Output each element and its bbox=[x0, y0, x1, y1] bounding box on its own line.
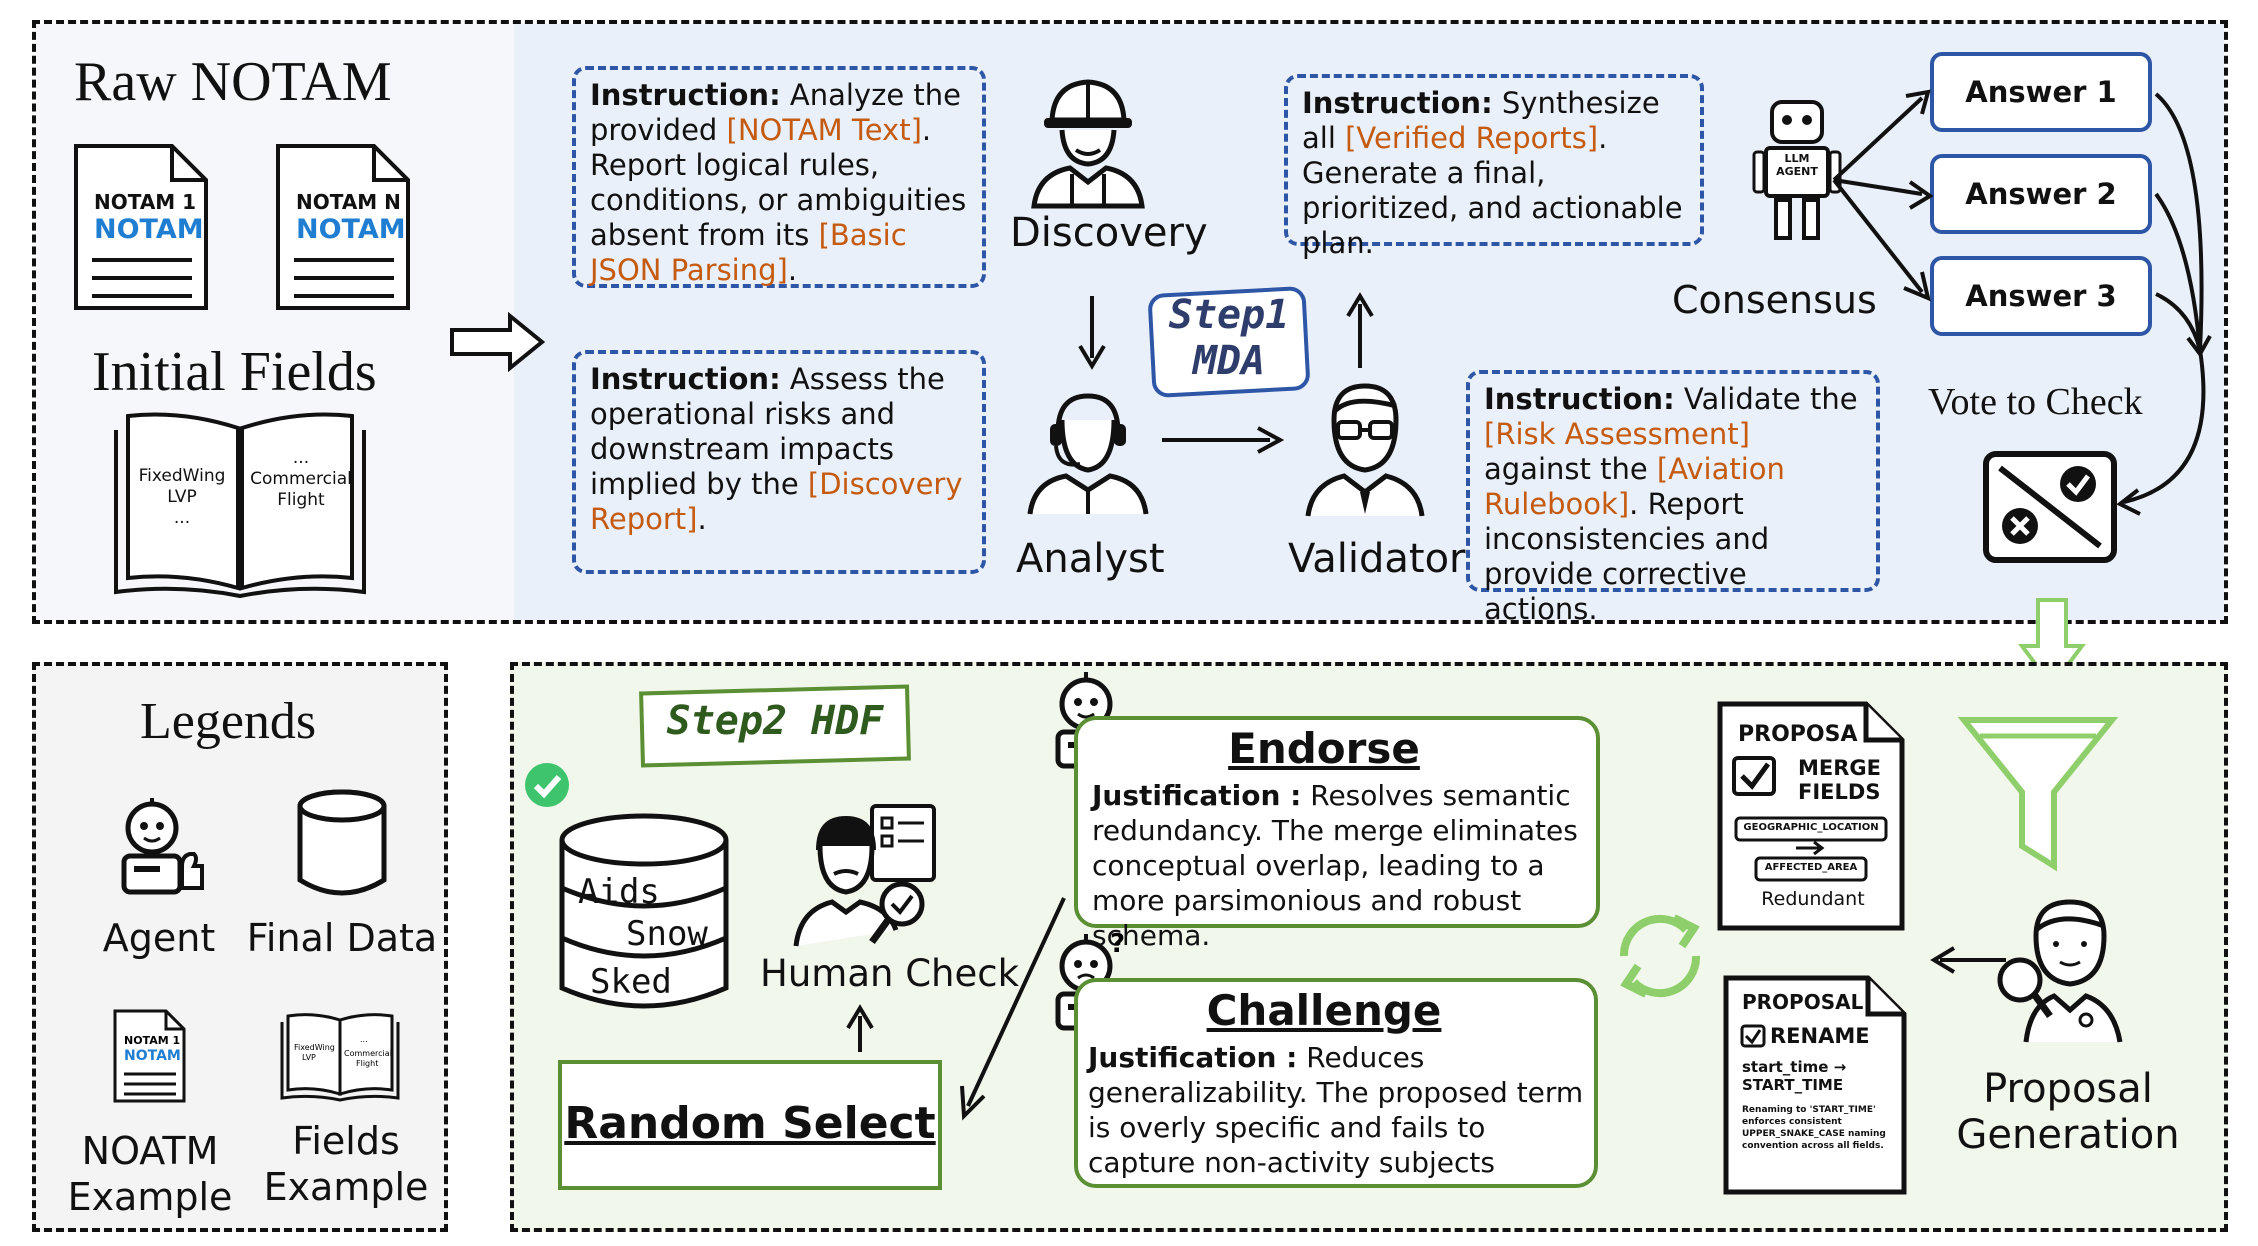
book-left-text: FixedWing LVP ... bbox=[138, 466, 226, 528]
proposal-rename-document bbox=[1723, 975, 1907, 1195]
arrow-validator-up bbox=[1346, 292, 1374, 368]
green-cycle-icon bbox=[1619, 914, 1701, 998]
legend-fields-icon: FixedWing LVP ... Commercial Flight bbox=[280, 1013, 400, 1102]
role-analyst-label: Analyst bbox=[1016, 536, 1165, 582]
svg-text:LVP: LVP bbox=[302, 1053, 316, 1062]
human-check-label: Human Check bbox=[760, 952, 1020, 995]
human-check-icon bbox=[793, 804, 936, 947]
legends-panel bbox=[32, 662, 448, 1232]
db-label-snow: Snow bbox=[626, 914, 708, 954]
svg-text:?: ? bbox=[1110, 929, 1125, 959]
green-funnel-icon bbox=[1958, 717, 2118, 872]
arrow-votes-to-random bbox=[960, 897, 1066, 1121]
instruction-validator-box: Instruction: Validate the [Risk Assessme… bbox=[1466, 370, 1880, 626]
proposal-rename-mapping: start_time → START_TIME bbox=[1742, 1058, 1847, 1094]
database-cylinder-icon bbox=[559, 813, 729, 1009]
instruction-synthesize-box: Instruction: Synthesize all [Verified Re… bbox=[1284, 74, 1704, 260]
arrow-random-to-human bbox=[846, 1004, 874, 1052]
legend-fields-label: Fields Example bbox=[263, 1119, 429, 1209]
analyst-headset-icon bbox=[1027, 393, 1149, 515]
discovery-worker-icon bbox=[1031, 79, 1145, 209]
doc1-line1: NOTAM 1 bbox=[94, 190, 197, 214]
legend-noatm-label: NOATM Example bbox=[67, 1129, 233, 1219]
answer-3-box: Answer 3 bbox=[1930, 256, 2152, 336]
book-icon bbox=[114, 412, 366, 598]
answer-2-box: Answer 2 bbox=[1930, 154, 2152, 234]
step1-text: Step1 MDA bbox=[1168, 292, 1290, 384]
consensus-label: Consensus bbox=[1672, 278, 1877, 322]
endorse-title: Endorse bbox=[1228, 724, 1420, 773]
proposal-merge-action: MERGE FIELDS bbox=[1798, 756, 1881, 804]
vote-to-check-label: Vote to Check bbox=[1928, 381, 2143, 423]
proposal-rename-description: Renaming to 'START_TIME' enforces consis… bbox=[1742, 1105, 1886, 1151]
llm-agent-robot-icon bbox=[1752, 100, 1842, 240]
proposal-rename-action: RENAME bbox=[1770, 1024, 1870, 1048]
docn-line2: NOTAM bbox=[296, 214, 406, 245]
answer-1-box: Answer 1 bbox=[1930, 52, 2152, 132]
validator-glasses-icon bbox=[1305, 383, 1425, 517]
instruction-analyst-box: Instruction: Assess the operational risk… bbox=[572, 350, 986, 574]
notam-n-document-icon bbox=[276, 144, 410, 310]
proposal-merge-footer: Redundant bbox=[1761, 888, 1865, 910]
db-label-sked: Sked bbox=[590, 962, 672, 1002]
arrow-analyst-to-validator bbox=[1162, 426, 1284, 454]
docn-line1: NOTAM N bbox=[296, 190, 401, 214]
role-discovery-label: Discovery bbox=[1010, 210, 1208, 256]
svg-text:NOTAM: NOTAM bbox=[124, 1048, 181, 1064]
endorse-justification: Justification : Resolves semantic redund… bbox=[1092, 779, 1578, 952]
vote-check-icon bbox=[1983, 451, 2117, 563]
legends-title: Legends bbox=[140, 693, 317, 750]
proposal-generation-label: Proposal Generation bbox=[1956, 1066, 2180, 1158]
raw-notam-title: Raw NOTAM bbox=[74, 51, 392, 113]
proposal-generation-person-icon bbox=[1997, 899, 2123, 1043]
db-label-aids: Aids bbox=[578, 872, 660, 912]
random-select-box bbox=[558, 1060, 942, 1190]
arrow-discovery-to-analyst bbox=[1078, 296, 1106, 370]
proposal-merge-field-a: GEOGRAPHIC_LOCATION bbox=[1743, 822, 1879, 833]
svg-text:Commercial: Commercial bbox=[344, 1049, 392, 1058]
initial-fields-title: Initial Fields bbox=[92, 341, 377, 403]
challenge-box bbox=[1074, 978, 1598, 1188]
legend-final-data-icon bbox=[297, 789, 387, 896]
llm-agent-label: LLM AGENT bbox=[1776, 152, 1818, 178]
legend-agent-label: Agent bbox=[102, 916, 216, 960]
hollow-right-arrow-icon bbox=[450, 312, 546, 372]
proposal-merge-header: PROPOSA bbox=[1738, 722, 1858, 747]
legend-final-data-label: Final Data bbox=[246, 916, 438, 960]
doc1-line2: NOTAM bbox=[94, 214, 204, 245]
green-check-icon bbox=[525, 763, 569, 807]
step1-panel bbox=[32, 20, 2228, 624]
legend-agent-icon bbox=[121, 798, 204, 895]
svg-text:FixedWing: FixedWing bbox=[294, 1043, 335, 1052]
instruction-discovery-box: Instruction: Analyze the provided [NOTAM… bbox=[572, 66, 986, 288]
svg-text:...: ... bbox=[360, 1035, 368, 1044]
arrow-generation-to-proposals bbox=[1930, 946, 2006, 974]
endorse-box bbox=[1074, 716, 1600, 928]
proposal-merge-document bbox=[1717, 701, 1905, 931]
notam-1-document-icon bbox=[74, 144, 208, 310]
proposal-rename-header: PROPOSAL bbox=[1742, 990, 1864, 1014]
proposal-merge-field-b: AFFECTED_AREA bbox=[1764, 862, 1858, 873]
svg-text:Flight: Flight bbox=[356, 1059, 378, 1068]
step2-text: Step2 HDF bbox=[666, 698, 884, 744]
challenge-title: Challenge bbox=[1206, 986, 1442, 1035]
consensus-arrows bbox=[1832, 89, 2212, 516]
random-select-label: Random Select bbox=[564, 1098, 936, 1149]
challenge-justification: Justification : Reduces generalizability… bbox=[1088, 1041, 1584, 1179]
legend-notam-icon: NOTAM 1 NOTAM bbox=[113, 1009, 186, 1103]
role-validator-label: Validator bbox=[1288, 536, 1466, 582]
svg-text:NOTAM 1: NOTAM 1 bbox=[124, 1034, 180, 1047]
book-right-text: ... Commercial Flight bbox=[250, 448, 352, 510]
